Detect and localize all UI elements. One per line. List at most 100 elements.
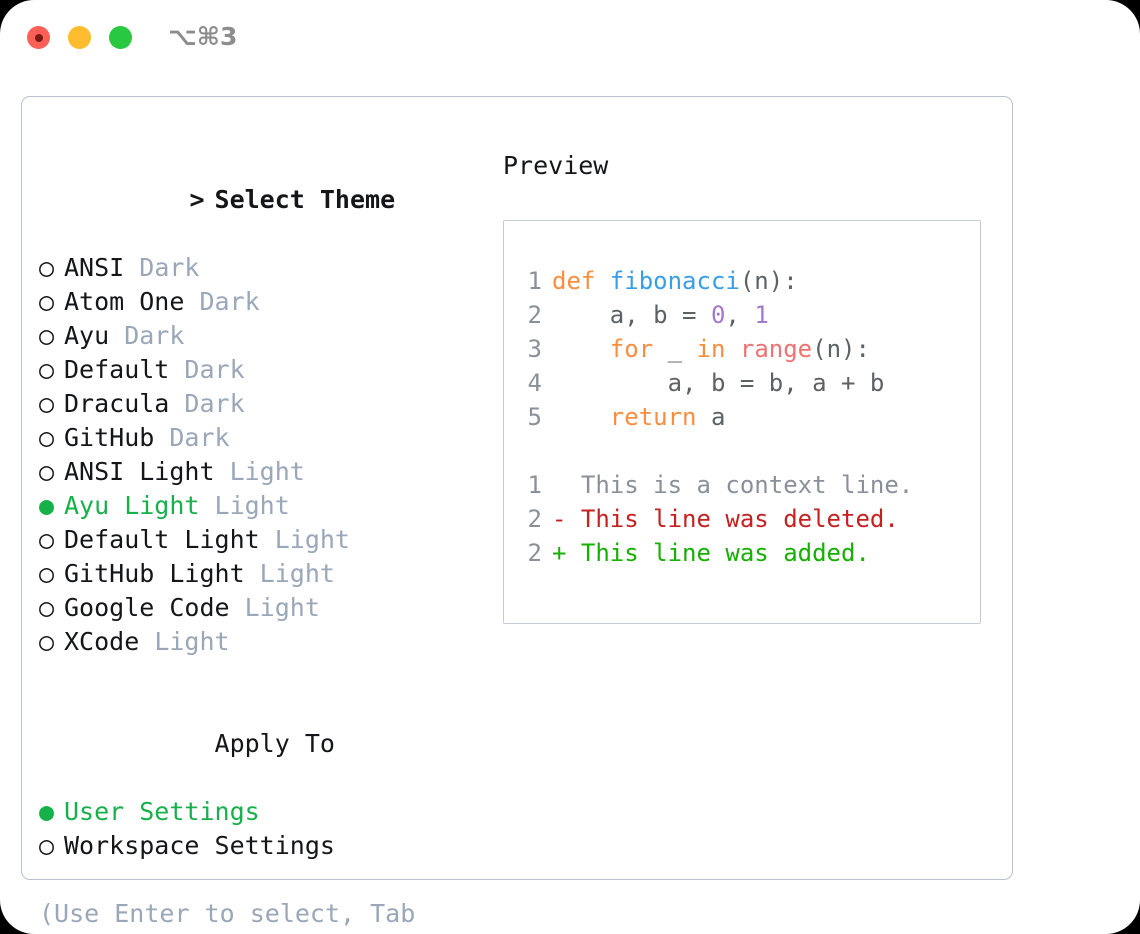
diff-line: 1 This is a context line. [518, 468, 974, 502]
diff-sample-lines: 1 This is a context line.2- This line wa… [518, 468, 974, 570]
theme-option-default-light[interactable]: ○Default Light Light [39, 523, 499, 557]
code-token: a, b = [552, 301, 711, 329]
code-token: range [739, 335, 813, 363]
radio-selected-icon: ● [39, 797, 55, 826]
close-button-icon[interactable] [27, 26, 50, 49]
title-bar: ⌥⌘3 [0, 0, 1140, 78]
option-label: Dracula [64, 389, 170, 418]
option-label: Ayu [64, 321, 110, 350]
code-token: in [696, 335, 726, 363]
window-controls [27, 26, 132, 49]
theme-option-ansi[interactable]: ○ANSI Dark [39, 251, 499, 285]
option-label: Ayu Light [64, 491, 200, 520]
radio-selected-icon: ● [39, 491, 55, 520]
apply-option-workspace-settings[interactable]: ○ Workspace Settings [39, 829, 499, 863]
apply-to-caret-icon [190, 727, 215, 761]
line-number: 1 [527, 471, 542, 499]
option-category-tag: Light [244, 559, 335, 588]
code-token: 0 [710, 301, 726, 329]
maximize-button-icon[interactable] [109, 26, 132, 49]
diff-text: This line was added. [580, 539, 870, 567]
option-category-tag: Light [199, 491, 290, 520]
code-token: for [609, 335, 654, 363]
code-token: , [725, 301, 755, 329]
code-token: a [696, 403, 726, 431]
option-category-tag: Light [214, 457, 305, 486]
radio-unselected-icon: ○ [39, 559, 55, 588]
code-token: 1 [754, 301, 769, 329]
radio-unselected-icon: ○ [39, 593, 55, 622]
radio-unselected-icon: ○ [39, 627, 55, 656]
line-number: 3 [527, 335, 542, 363]
diff-text: This is a context line. [580, 471, 914, 499]
theme-option-github-light[interactable]: ○GitHub Light Light [39, 557, 499, 591]
radio-unselected-icon: ○ [39, 321, 55, 350]
line-number: 2 [527, 301, 542, 329]
diff-marker: - [552, 505, 581, 533]
theme-option-ansi-light[interactable]: ○ANSI Light Light [39, 455, 499, 489]
apply-to-title: Apply To [214, 729, 335, 758]
option-category-tag: Light [259, 525, 350, 554]
option-category-tag: Dark [154, 423, 230, 452]
apply-option-user-settings[interactable]: ● User Settings [39, 795, 499, 829]
line-number: 2 [527, 505, 542, 533]
theme-option-atom-one[interactable]: ○Atom One Dark [39, 285, 499, 319]
theme-option-google-code[interactable]: ○Google Code Light [39, 591, 499, 625]
main-panel: >Select Theme ○ANSI Dark○Atom One Dark○A… [21, 96, 1013, 934]
option-category-tag: Light [229, 593, 320, 622]
option-label: User Settings [64, 797, 260, 826]
code-token [725, 335, 739, 363]
option-label: XCode [64, 627, 140, 656]
code-line: 3 for _ in range(n): [518, 332, 974, 366]
code-line: 4 a, b = b, a + b [518, 366, 974, 400]
code-token [552, 403, 610, 431]
prompt-caret-icon: > [189, 185, 205, 214]
option-label: Workspace Settings [64, 831, 335, 860]
diff-line: 2- This line was deleted. [518, 502, 974, 536]
theme-option-dracula[interactable]: ○Dracula Dark [39, 387, 499, 421]
theme-option-xcode[interactable]: ○ XCode Light [39, 625, 499, 659]
code-token: (n): [812, 335, 870, 363]
radio-unselected-icon: ○ [39, 287, 55, 316]
preview-heading: Preview [503, 151, 609, 180]
code-line: 2 a, b = 0, 1 [518, 298, 974, 332]
radio-unselected-icon: ○ [39, 355, 55, 384]
line-number: 1 [527, 267, 542, 295]
option-category-tag: Light [139, 627, 230, 656]
diff-marker: + [552, 539, 581, 567]
keyboard-hint-text: (Use Enter to select, Tab to change focu… [39, 899, 416, 934]
theme-selector-column: >Select Theme ○ANSI Dark○Atom One Dark○A… [39, 149, 499, 934]
diff-line: 2 + This line was added. [518, 536, 974, 570]
code-token: return [609, 403, 697, 431]
minimize-button-icon[interactable] [68, 26, 91, 49]
radio-unselected-icon: ○ [39, 525, 55, 554]
code-token: a, b = b, a + b [552, 369, 885, 397]
diff-text: This line was deleted. [580, 505, 899, 533]
option-label: ANSI Light [64, 457, 215, 486]
code-line: 5 return a [518, 400, 974, 434]
option-label: ANSI [64, 253, 125, 282]
radio-unselected-icon: ○ [39, 831, 55, 860]
select-theme-heading: >Select Theme [39, 149, 499, 251]
line-number: 2 [527, 539, 542, 567]
theme-option-github[interactable]: ○GitHub Dark [39, 421, 499, 455]
diff-marker [552, 471, 581, 499]
code-token: fibonacci [609, 267, 740, 295]
keyboard-shortcut-label: ⌥⌘3 [168, 22, 238, 51]
option-category-tag: Dark [109, 321, 185, 350]
code-spacer [518, 434, 974, 468]
radio-unselected-icon: ○ [39, 389, 55, 418]
option-label: Atom One [64, 287, 185, 316]
code-token: _ [653, 335, 697, 363]
theme-option-ayu-light[interactable]: ● Ayu Light Light [39, 489, 499, 523]
option-category-tag: Dark [124, 253, 200, 282]
theme-option-default[interactable]: ○Default Dark [39, 353, 499, 387]
theme-option-ayu[interactable]: ○ Ayu Dark [39, 319, 499, 353]
line-number: 5 [527, 403, 542, 431]
